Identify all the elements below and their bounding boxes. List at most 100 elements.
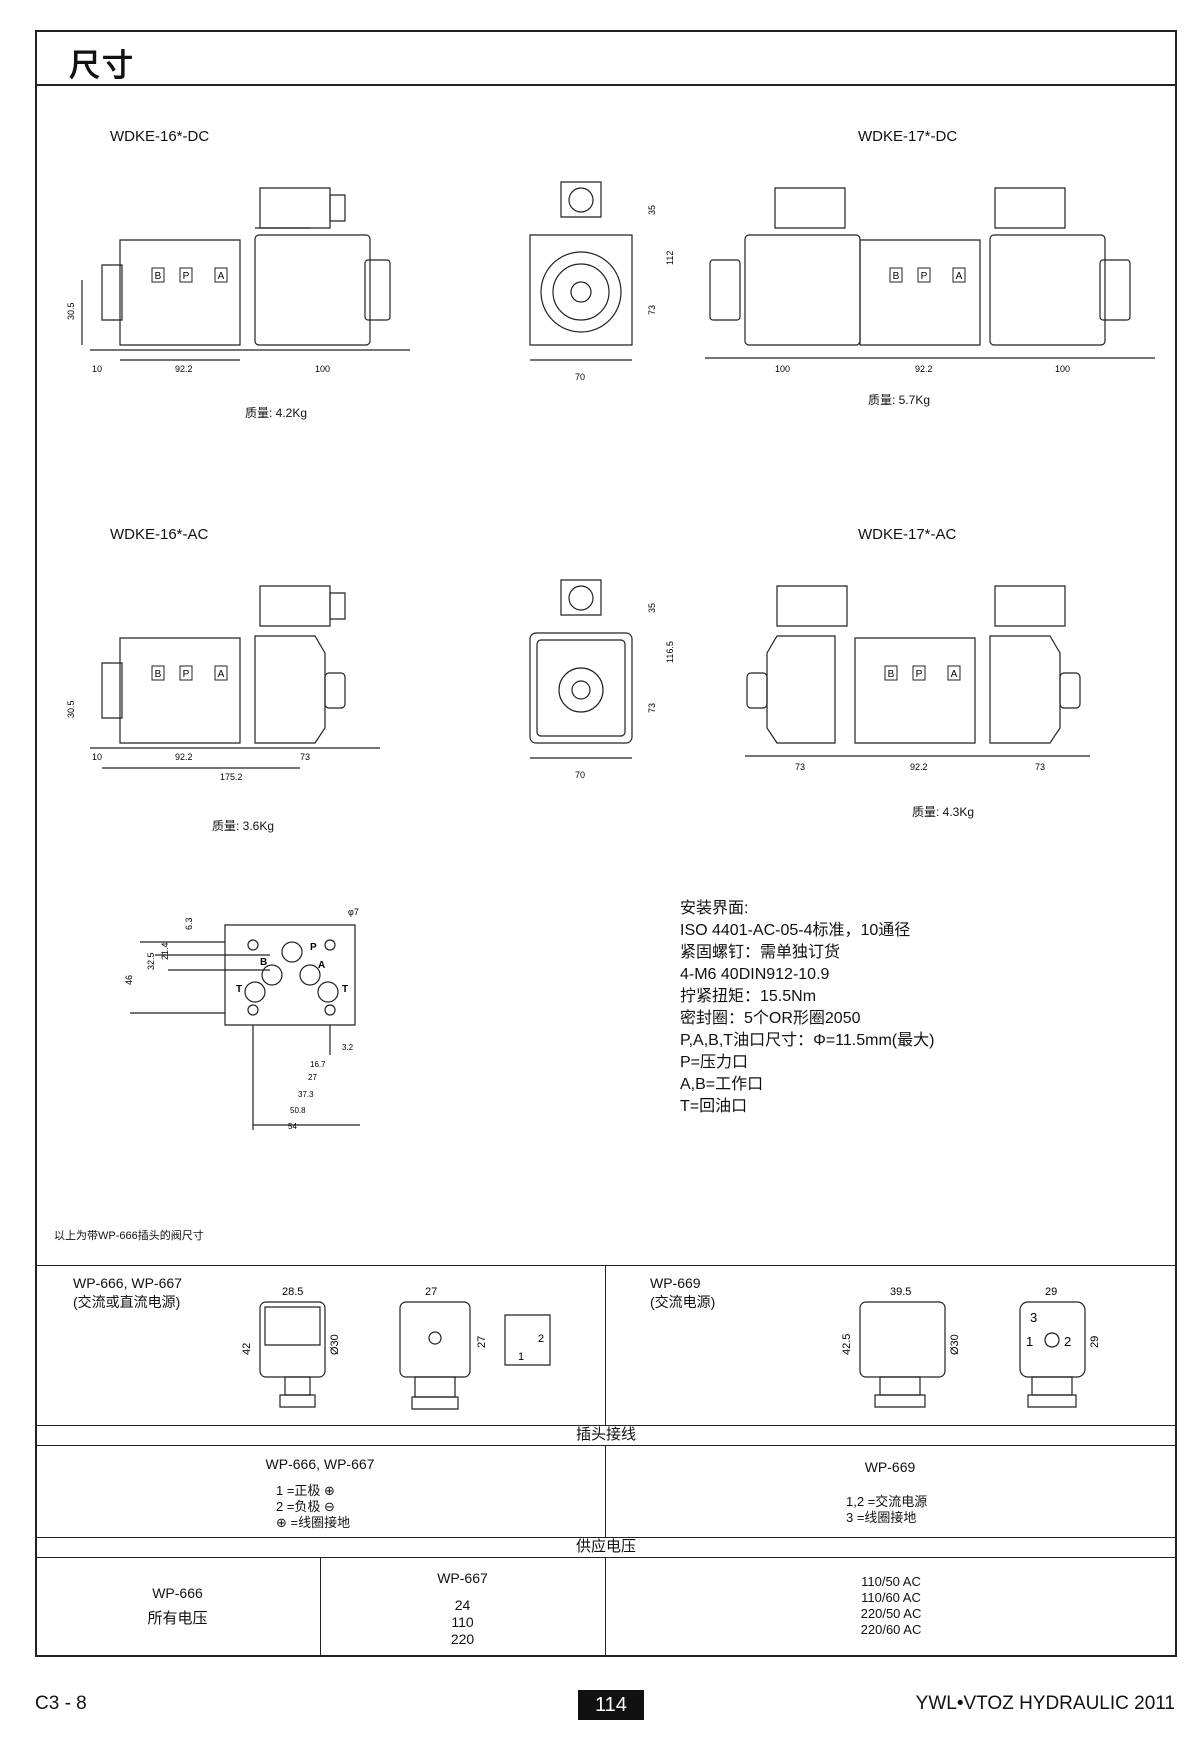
valve-label-16dc: WDKE-16*-DC bbox=[110, 128, 210, 145]
wiring-heading: 插头接线 bbox=[575, 1426, 636, 1443]
pin-label: 1 bbox=[1026, 1334, 1033, 1349]
mass-16ac: 质量: 3.6Kg bbox=[212, 819, 275, 833]
wiring-line: 3 =线圈接地 bbox=[846, 1510, 917, 1525]
voltage-heading: 供应电压 bbox=[575, 1538, 636, 1555]
dim: 70 bbox=[575, 770, 585, 780]
port-a: A bbox=[218, 669, 225, 680]
dim: 175.2 bbox=[220, 772, 243, 782]
dim: 29 bbox=[1045, 1286, 1057, 1298]
pin-label: 2 bbox=[1064, 1334, 1071, 1349]
drawing-17ac: B P A 73 92.2 73 bbox=[745, 578, 1115, 772]
dim: 21.4 bbox=[160, 942, 170, 960]
mass-17dc: 质量: 5.7Kg bbox=[868, 393, 931, 407]
dim: 30.5 bbox=[66, 700, 76, 718]
pin-label: 1 bbox=[518, 1351, 524, 1363]
valve-label-16ac: WDKE-16*-AC bbox=[110, 526, 209, 543]
port-p: P bbox=[183, 669, 190, 680]
note-text: 以上为带WP-666插头的阀尺寸 bbox=[54, 1230, 204, 1242]
valve-label-17dc: WDKE-17*-DC bbox=[858, 128, 958, 145]
dim: 10 bbox=[92, 752, 102, 762]
wiring-left-list: 1 =正极 ⊕ 2 =负极 ⊖ ⊕ =线圈接地 bbox=[276, 1483, 350, 1531]
dim: 73 bbox=[795, 762, 805, 772]
divider bbox=[35, 1445, 1177, 1446]
dim: 116.5 bbox=[665, 641, 675, 663]
drawing-end-dc: 35 112 73 70 bbox=[525, 180, 675, 382]
drawing-16dc: B P A 30.5 10 92.2 100 bbox=[66, 180, 420, 374]
dim: 92.2 bbox=[175, 364, 193, 374]
dim: Ø30 bbox=[949, 1334, 961, 1355]
port-b: B bbox=[260, 957, 267, 968]
port-b: B bbox=[155, 669, 162, 680]
spec-line: 4-M6 40DIN912-10.9 bbox=[680, 966, 830, 983]
drawing-17dc: B P A 100 92.2 100 bbox=[705, 180, 1155, 374]
dim: 27 bbox=[308, 1073, 317, 1082]
valve-label-17ac: WDKE-17*-AC bbox=[858, 526, 957, 543]
footer-brand: YWL•VTOZ HYDRAULIC 2011 bbox=[915, 1693, 1175, 1714]
voltage-col3-values: 110/50 AC 110/60 AC 220/50 AC 220/60 AC bbox=[605, 1574, 1177, 1638]
dim: 6.3 bbox=[184, 917, 194, 930]
dim: 92.2 bbox=[175, 752, 193, 762]
port-b: B bbox=[893, 271, 900, 282]
voltage-value: 110/50 AC bbox=[861, 1574, 921, 1589]
dim: 28.5 bbox=[282, 1286, 303, 1298]
port-a: A bbox=[318, 960, 325, 971]
dim: 39.5 bbox=[890, 1286, 911, 1298]
dim: 27 bbox=[425, 1286, 437, 1298]
plug-drawing-right: 39.5 42.5 Ø30 29 29 3 1 2 bbox=[841, 1286, 1101, 1420]
voltage-value: 110/60 AC bbox=[861, 1590, 921, 1605]
mass-17ac: 质量: 4.3Kg bbox=[912, 805, 975, 819]
voltage-value: 110 bbox=[451, 1614, 474, 1630]
plug-subtitle-left: (交流或直流电源) bbox=[73, 1294, 181, 1310]
dim: 73 bbox=[647, 305, 657, 315]
wiring-line: ⊕ =线圈接地 bbox=[276, 1515, 351, 1530]
voltage-col1-value: 所有电压 bbox=[147, 1610, 208, 1627]
divider bbox=[35, 1537, 1177, 1538]
wiring-right-list: 1,2 =交流电源 3 =线圈接地 bbox=[846, 1494, 927, 1526]
divider bbox=[320, 1557, 321, 1657]
dim: 35 bbox=[647, 603, 657, 613]
spec-line: 拧紧扭矩：15.5Nm bbox=[680, 988, 817, 1005]
drawing-end-ac: 35 116.5 73 70 bbox=[525, 578, 675, 780]
pin-label: 2 bbox=[538, 1333, 544, 1345]
dim: 92.2 bbox=[910, 762, 928, 772]
dim: 50.8 bbox=[290, 1106, 306, 1115]
dim: 30.5 bbox=[66, 302, 76, 320]
spec-line: ISO 4401-AC-05-4标准，10通径 bbox=[680, 922, 911, 939]
dim: 29 bbox=[1089, 1336, 1101, 1348]
dim: 73 bbox=[1035, 762, 1045, 772]
footer-section-code: C3 - 8 bbox=[35, 1693, 87, 1714]
dim: 10 bbox=[92, 364, 102, 374]
dim: Ø30 bbox=[329, 1334, 341, 1355]
dim: 54 bbox=[288, 1122, 297, 1131]
plug-title-right: WP-669 bbox=[650, 1275, 701, 1291]
spec-line: 紧固螺钉：需单独订货 bbox=[680, 944, 841, 961]
wiring-line: 1,2 =交流电源 bbox=[846, 1494, 928, 1509]
dim: 46 bbox=[124, 975, 134, 985]
page-title: 尺寸 bbox=[69, 48, 135, 83]
spec-line: A,B=工作口 bbox=[680, 1076, 764, 1093]
dim: 42.5 bbox=[841, 1334, 853, 1355]
dim: 100 bbox=[1055, 364, 1070, 374]
port-b: B bbox=[888, 669, 895, 680]
divider bbox=[605, 1557, 606, 1657]
dim: 16.7 bbox=[310, 1060, 326, 1069]
dim: 35 bbox=[647, 205, 657, 215]
divider bbox=[605, 1265, 606, 1425]
dim: 3.2 bbox=[342, 1043, 354, 1052]
spec-list: 安装界面: ISO 4401-AC-05-4标准，10通径 紧固螺钉：需单独订货… bbox=[680, 898, 934, 1118]
plug-subtitle-right: (交流电源) bbox=[650, 1294, 716, 1310]
dim: 37.3 bbox=[298, 1090, 314, 1099]
spec-line: 安装界面: bbox=[680, 900, 749, 917]
voltage-value: 220/50 AC bbox=[860, 1606, 922, 1621]
port-t: T bbox=[236, 984, 242, 995]
port-t: T bbox=[342, 984, 348, 995]
dim: 73 bbox=[300, 752, 310, 762]
voltage-value: 24 bbox=[454, 1597, 471, 1613]
mass-16dc: 质量: 4.2Kg bbox=[245, 406, 308, 420]
spec-line: P,A,B,T油口尺寸：Φ=11.5mm(最大) bbox=[680, 1032, 935, 1049]
dim: 32.5 bbox=[146, 952, 156, 970]
dim: 42 bbox=[241, 1343, 253, 1355]
voltage-col2-values: 24 110 220 bbox=[320, 1597, 605, 1648]
wiring-right-title: WP-669 bbox=[864, 1459, 916, 1475]
port-p: P bbox=[310, 942, 317, 953]
